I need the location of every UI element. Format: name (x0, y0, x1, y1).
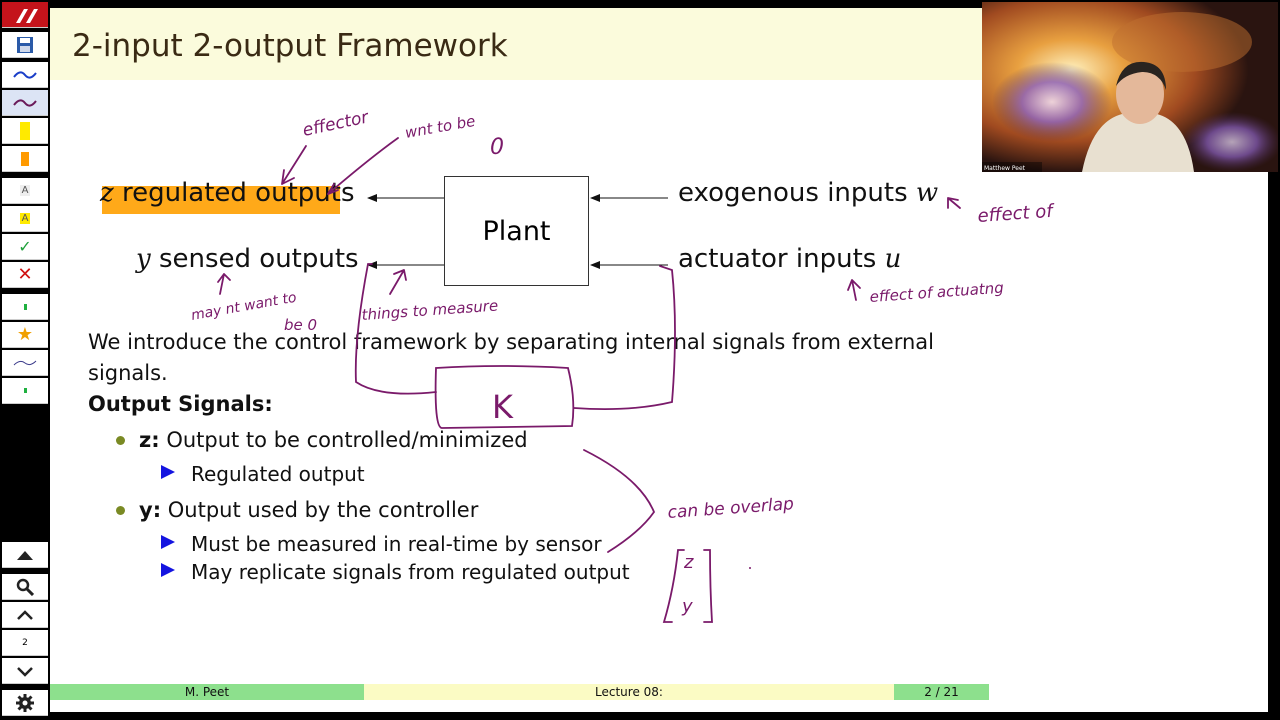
bullet-y-sub-2: May replicate signals from regulated out… (191, 560, 630, 584)
webcam-video: Matthew Peet (982, 2, 1278, 172)
bullet-z-marker (116, 436, 125, 445)
sub-bullet-marker (161, 563, 175, 577)
ink-vector-left (662, 549, 685, 623)
bullet-y: y: Output used by the controller (139, 498, 478, 522)
plant-label: Plant (482, 215, 551, 247)
bullet-z-sub-1: Regulated output (191, 462, 365, 486)
slide-title: 2-input 2-output Framework (72, 28, 508, 64)
w-input-label: exogenous inputs w (678, 178, 938, 208)
y-output-text: sensed outputs (158, 244, 359, 274)
ink-vector-y: y (681, 596, 693, 617)
footer-lecture: Lecture 08: (364, 684, 894, 700)
bullet-y-key: y: (139, 498, 162, 522)
ink-dot (749, 567, 751, 569)
orange-highlighter-icon[interactable] (2, 146, 48, 172)
bullet-z-text: Output to be controlled/minimized (166, 428, 528, 452)
y-variable: y (136, 244, 151, 274)
chevron-down-icon[interactable] (2, 658, 48, 684)
controller-block-ink (434, 365, 575, 429)
move-up-icon[interactable] (2, 542, 48, 568)
bullet-z: z: Output to be controlled/minimized (139, 428, 528, 452)
zoom-level[interactable]: 2 (2, 630, 48, 656)
footer-author-text: M. Peet (184, 685, 230, 699)
ink-effector: effector (301, 107, 371, 141)
ink-want-to-be: wnt to be (404, 112, 477, 142)
footer-lecture-text: Lecture 08: (595, 685, 663, 699)
output-signals-heading: Output Signals: (88, 392, 273, 416)
bullet-y-text: Output used by the controller (167, 498, 479, 522)
ink-things-to-measure: things to measure (361, 296, 499, 323)
z-output-text: regulated outputs (121, 178, 355, 208)
pen-logo-icon[interactable] (2, 2, 48, 28)
bullet-z-key: z: (139, 428, 160, 452)
ink-effect-of: effect of (977, 201, 1056, 227)
accept-check-icon[interactable]: ✓ (2, 234, 48, 260)
save-icon[interactable] (2, 32, 48, 58)
w-variable: w (915, 178, 939, 208)
ink-controller-k: K (492, 388, 514, 426)
z-variable: z (100, 178, 114, 208)
text-highlight-icon[interactable]: A (2, 206, 48, 232)
star-icon[interactable]: ★ (2, 322, 48, 348)
ink-effect-of-actuating: effect of actuatng (869, 279, 1004, 306)
small-green-dot-icon[interactable] (2, 378, 48, 404)
clear-x-icon[interactable]: ✕ (2, 262, 48, 288)
u-input-label: actuator inputs u (678, 244, 901, 274)
purple-pen-icon[interactable] (2, 90, 48, 116)
w-input-text: exogenous inputs (678, 178, 908, 208)
thin-pen-icon[interactable] (2, 350, 48, 376)
ink-arrow-may-not (217, 273, 231, 295)
zoom-level-value: 2 (22, 637, 28, 648)
search-icon[interactable] (2, 574, 48, 600)
y-output-label: y sensed outputs (136, 244, 359, 274)
footer-page-text: 2 / 21 (924, 685, 959, 699)
sub-bullet-marker (161, 465, 175, 479)
text-tool-icon[interactable]: A (2, 178, 48, 204)
ink-zero-top: 0 (490, 135, 504, 160)
u-variable: u (884, 244, 902, 274)
ink-loop-to-y (354, 263, 437, 395)
webcam-name: Matthew Peet (984, 165, 1026, 172)
z-output-label: z regulated outputs (100, 178, 354, 208)
chevron-up-icon[interactable] (2, 602, 48, 628)
ink-arrow-actuating (847, 279, 861, 301)
ink-arrow-things (389, 269, 407, 295)
bullet-y-sub-1: Must be measured in real-time by sensor (191, 532, 602, 556)
green-dot-icon[interactable] (2, 294, 48, 320)
ink-can-be-overlap: can be overlap (667, 494, 795, 523)
intro-line-1: We introduce the control framework by se… (88, 330, 934, 354)
intro-line-2: signals. (88, 361, 168, 385)
u-input-text: actuator inputs (678, 244, 877, 274)
yellow-highlighter-icon[interactable] (2, 118, 48, 144)
plant-block: Plant (444, 176, 589, 286)
ink-vector-z: z (683, 552, 694, 573)
webcam-overlay: Matthew Peet (982, 2, 1278, 172)
gear-icon[interactable] (2, 690, 48, 716)
ink-vector-right (703, 549, 713, 623)
footer-page: 2 / 21 (894, 684, 989, 700)
footer-author: M. Peet (50, 684, 364, 700)
annotation-toolbar: A A ✓ ✕ ★ 2 (0, 0, 50, 720)
blue-pen-icon[interactable] (2, 62, 48, 88)
bullet-y-marker (116, 506, 125, 515)
ink-may-not-want: may nt want to (190, 290, 298, 324)
ink-arrow-effect-of (947, 197, 961, 209)
sub-bullet-marker (161, 535, 175, 549)
